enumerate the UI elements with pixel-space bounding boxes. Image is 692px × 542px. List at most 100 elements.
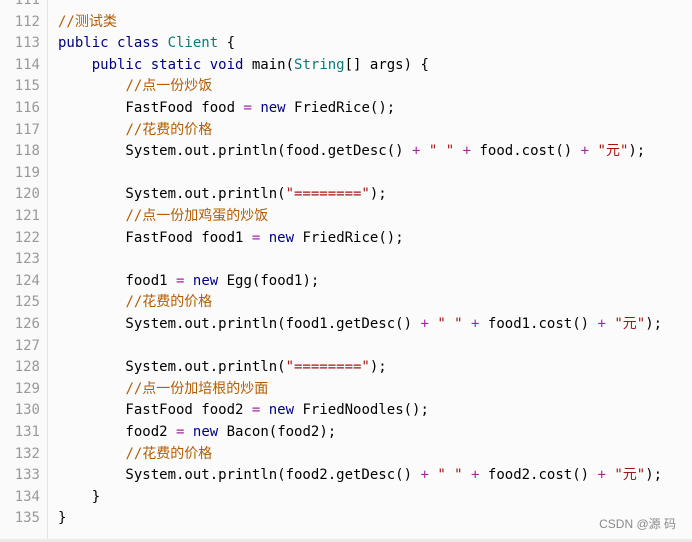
code-line[interactable]: 134 } [0,487,692,509]
code-token: //花费的价格 [125,121,213,138]
line-number: 129 [14,380,40,397]
code-token: //花费的价格 [125,445,213,462]
code-token: + [597,316,606,332]
code-line[interactable]: 132 //花费的价格 [0,444,692,466]
code-token [58,294,125,310]
code-line[interactable]: 125 //花费的价格 [0,292,692,314]
code-line[interactable]: 135} [0,508,692,530]
code-token: food1.cost() [479,316,598,332]
code-token: //测试类 [58,13,117,30]
code-token: FriedNoodles(); [294,402,429,419]
code-text: //点一份加鸡蛋的炒饭 [58,206,268,228]
code-token: = [243,100,252,116]
line-number-gutter [0,0,48,542]
code-line[interactable]: 121 //点一份加鸡蛋的炒饭 [0,206,692,228]
code-line[interactable]: 133 System.out.println(food2.getDesc() +… [0,465,692,487]
line-number: 117 [14,121,40,138]
line-number: 132 [14,445,40,462]
code-text: System.out.println(food1.getDesc() + " "… [58,314,662,336]
code-token: + [471,467,480,484]
code-line[interactable]: 129 //点一份加培根的炒面 [0,379,692,401]
code-text: //花费的价格 [58,292,212,314]
code-token: = [251,402,261,419]
code-token: new [268,402,295,419]
code-token: System.out.println( [58,359,286,376]
code-token: + [420,316,429,332]
code-text: } [58,508,66,530]
code-line[interactable]: 115 //点一份炒饭 [0,76,692,98]
csdn-watermark: CSDN @源 码 [599,517,676,531]
code-line[interactable]: 130 FastFood food2 = new FriedNoodles(); [0,400,692,422]
code-token: System.out.println(food1.getDesc() [58,316,421,332]
code-line[interactable]: 122 FastFood food1 = new FriedRice(); [0,228,692,250]
code-token: + [597,467,606,484]
code-token: Client [167,35,219,52]
code-text: //花费的价格 [58,444,212,466]
code-text: //点一份炒饭 [58,76,212,98]
code-token: "========" [285,186,370,203]
code-token: food.cost() [471,143,581,160]
code-token: //点一份加鸡蛋的炒饭 [125,208,269,224]
code-token [58,57,92,73]
code-token: FastFood food1 [58,229,252,246]
code-line[interactable]: 124 food1 = new Egg(food1); [0,271,692,293]
code-token: main( [251,56,295,73]
code-token: = [176,424,185,440]
line-number: 121 [14,208,40,224]
code-token: System.out.println(food.getDesc() [58,143,413,160]
code-token: new [260,100,286,116]
code-line[interactable]: 127 [0,336,692,358]
code-token [58,381,125,397]
code-token: //点一份炒饭 [125,78,213,95]
code-line[interactable]: 123 [0,249,692,271]
code-text: //点一份加培根的炒面 [58,379,268,401]
code-token: FastFood food [58,100,244,116]
code-text: //花费的价格 [58,120,212,142]
code-token: " " [437,316,463,332]
line-number: 134 [14,488,40,505]
horizontal-scrollbar[interactable] [0,539,692,542]
code-text: System.out.println(food2.getDesc() + " "… [58,465,662,487]
code-line[interactable]: 119 [0,163,692,185]
code-token [58,208,125,224]
code-text: } [58,487,100,509]
code-token: Bacon(food2); [218,424,337,440]
line-number: 126 [14,316,40,332]
code-token [454,143,462,159]
code-token: "元" [614,467,646,484]
code-text: FastFood food = new FriedRice(); [58,98,395,120]
code-line[interactable]: 117 //花费的价格 [0,120,692,142]
code-token [184,424,192,440]
line-number: 112 [14,13,40,30]
code-text: System.out.println("========"); [58,357,386,379]
code-text: public class Client { [58,33,235,55]
line-number: 119 [14,164,40,181]
code-line[interactable]: 111 [0,0,692,12]
code-token: " " [428,143,455,160]
line-number: 114 [14,56,40,73]
code-token [463,316,471,332]
code-token: } [58,488,101,505]
code-text: //测试类 [58,12,117,34]
code-line[interactable]: 126 System.out.println(food1.getDesc() +… [0,314,692,336]
code-text: FastFood food1 = new FriedRice(); [58,228,403,250]
code-token: ); [369,186,387,203]
code-line[interactable]: 116 FastFood food = new FriedRice(); [0,98,692,120]
code-line[interactable]: 131 food2 = new Bacon(food2); [0,422,692,444]
code-text: food2 = new Bacon(food2); [58,422,336,444]
code-token [420,143,428,159]
code-token: "元" [614,316,646,332]
code-token: { [218,35,236,52]
code-line[interactable]: 112 //测试类 [0,12,692,34]
code-token: public static void [91,56,252,73]
code-line[interactable]: 128 System.out.println("========"); [0,357,692,379]
code-token: new [192,272,219,289]
code-line[interactable]: 120 System.out.println("========"); [0,184,692,206]
code-line[interactable]: 118 System.out.println(food.getDesc() + … [0,141,692,163]
code-line[interactable]: 114 public static void main(String[] arg… [0,55,692,77]
code-token [463,467,471,483]
line-number: 122 [14,229,40,246]
code-token: [] args) { [344,56,429,73]
